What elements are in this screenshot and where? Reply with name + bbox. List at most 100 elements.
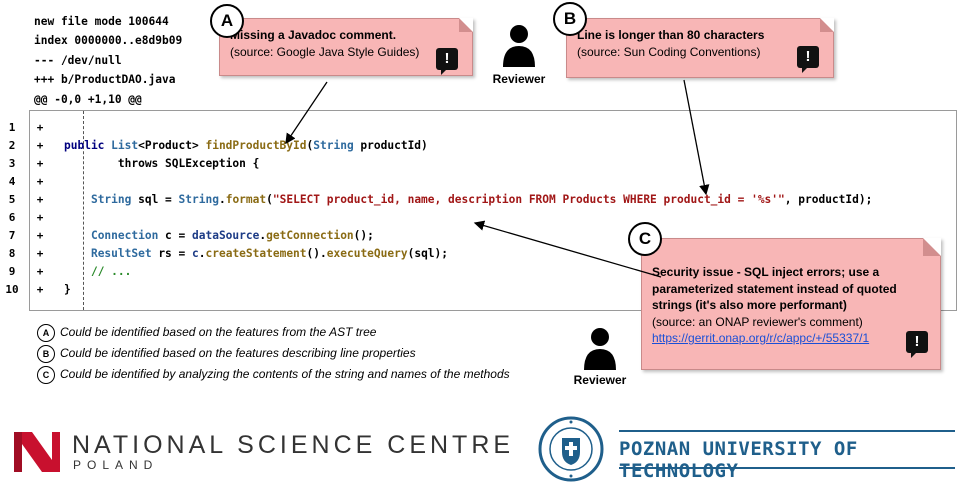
keyword: public [64,139,112,153]
line-number: 9 [8,265,16,279]
legend-text: Could be identified by analyzing the con… [60,367,510,382]
plus-markers: + + + + + + + + + + [34,119,46,299]
alert-comment-icon: ! [436,48,458,75]
reviewer-label: Reviewer [573,373,627,387]
diff-header-line: new file mode 100644 [34,15,169,28]
variable-name: dataSource [192,229,260,243]
code-text: . [218,193,226,207]
reviewer-label: Reviewer [492,72,546,86]
note-b: Line is longer than 80 characters (sourc… [566,18,834,78]
type-name: String [90,193,132,207]
type-name: String [313,139,354,153]
plus-marker: + [36,157,44,171]
code-comment: // ... [90,265,132,279]
note-b-title: Line is longer than 80 characters [577,28,765,42]
plus-marker: + [36,121,44,134]
note-a-source: (source: Google Java Style Guides) [230,44,420,59]
code-text: ( [266,193,273,207]
code-text: throws SQLException { [64,157,260,171]
code-line-9: // ... [64,263,872,281]
code-lines: public List<Product> findProductById(Str… [64,119,872,299]
alert-comment-icon: ! [797,46,819,73]
arrow-a [285,81,328,145]
plus-marker: + [36,247,44,261]
method-name: executeQuery [326,247,408,261]
code-line-5: String sql = String.format("SELECT produ… [64,191,872,209]
note-c-link[interactable]: https://gerrit.onap.org/r/c/appc/+/55337… [652,331,870,345]
plus-marker: + [36,175,44,189]
legend-text: Could be identified based on the feature… [60,325,377,340]
alert-comment-icon: ! [906,331,928,358]
plus-marker: + [36,193,44,207]
code-text: sql = [131,193,179,207]
code-line-7: Connection c = dataSource.getConnection(… [64,227,872,245]
line-number: 6 [8,211,16,225]
method-name: format [225,193,267,207]
variable-name: c [192,247,199,261]
method-name: findProductById [205,139,307,153]
legend-badge: C [37,366,55,384]
line-number: 8 [8,247,16,261]
note-b-badge: B [553,2,587,36]
string-literal: "SELECT product_id, name, description FR… [272,193,785,207]
diff-header-line: @@ -0,0 +1,10 @@ [34,92,142,106]
code-line-10: } [64,281,872,299]
code-text: ( [306,139,314,153]
line-number: 1 [8,121,16,134]
method-name: getConnection [266,229,354,243]
diff-header: new file mode 100644 index 0000000..e8d9… [34,12,182,109]
plus-marker: + [36,139,44,153]
type-name: ResultSet [90,247,152,261]
code-text: , productId); [784,193,873,207]
note-a: Missing a Javadoc comment. (source: Goog… [219,18,473,76]
line-number: 4 [8,175,16,189]
line-number: 2 [8,139,16,153]
reviewer-person-icon [584,328,616,370]
code-text: (). [306,247,327,261]
diff-header-line: --- /dev/null [34,53,122,67]
line-numbers: 1 2 3 4 5 6 7 8 9 10 [0,119,24,299]
type-name: Connection [90,229,159,243]
note-fold [820,18,834,32]
type-name: String [178,193,219,207]
arrow-c [473,220,662,278]
ncn-country: POLAND [73,458,159,472]
legend-badge: B [37,345,55,363]
reviewer-person-icon [503,25,535,67]
note-c: Security issue - SQL inject errors; use … [641,238,941,370]
put-name: POZNAN UNIVERSITY OF TECHNOLOGY [619,438,858,482]
line-number: 7 [8,229,16,243]
note-a-title: Missing a Javadoc comment. [230,28,397,42]
note-a-badge: A [210,4,244,38]
code-text: rs = [151,247,192,261]
note-c-badge: C [628,222,662,256]
code-line-3: throws SQLException { [64,155,872,173]
note-c-title: Security issue - SQL inject errors; use … [652,265,897,312]
legend-item-a: A Could be identified based on the featur… [37,324,376,342]
code-text: c = [158,229,192,243]
note-fold [459,18,473,32]
plus-marker: + [36,211,44,225]
diff-header-line: +++ b/ProductDAO.java [34,73,176,87]
put-rule-bottom [619,467,955,469]
gutter-divider [83,111,84,310]
plus-marker: + [36,265,44,279]
legend-badge: A [37,324,55,342]
code-line-2: public List<Product> findProductById(Str… [64,137,872,155]
put-rule-top [619,430,955,432]
plus-marker: + [36,229,44,243]
code-line-8: ResultSet rs = c.createStatement().execu… [64,245,872,263]
legend-item-c: C Could be identified by analyzing the co… [37,366,510,384]
method-name: createStatement [205,247,307,261]
plus-marker: + [36,283,44,297]
code-text: . [259,229,267,243]
code-text: (); [353,229,374,243]
line-number: 10 [5,283,19,297]
note-b-source: (source: Sun Coding Conventions) [577,44,761,59]
type-name: List [111,139,139,153]
line-number: 5 [8,193,16,207]
code-text: <Product> [138,139,206,153]
code-text: (sql); [407,247,449,261]
